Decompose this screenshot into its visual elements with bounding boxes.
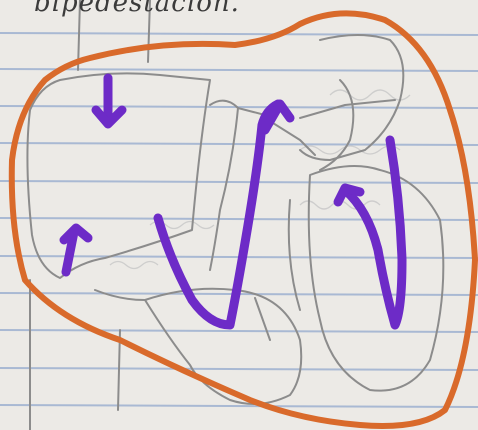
right-inner-line — [299, 99, 396, 119]
support-line — [117, 329, 121, 411]
septum-line — [94, 289, 146, 301]
scribble — [329, 89, 411, 101]
right-upper-outline — [299, 34, 405, 161]
flow-arrows — [59, 73, 407, 330]
scribble — [109, 260, 159, 270]
right-inner-line — [319, 79, 355, 171]
arrow-head — [333, 183, 365, 207]
caption-text: bipedestación. — [34, 0, 240, 18]
arrow-icon — [91, 73, 127, 129]
ruled-line — [0, 105, 478, 109]
arrow-head — [260, 99, 295, 135]
vessel-line — [147, 0, 151, 63]
left-chamber-outline — [26, 72, 211, 279]
right-ventricle-outline — [307, 165, 445, 392]
pencil-sketch — [26, 0, 445, 430]
valve-line — [264, 117, 316, 156]
arrow-icon — [59, 223, 93, 277]
bleed-through-scribbles — [109, 89, 411, 270]
scribble — [299, 145, 401, 155]
arrow-shaft — [153, 99, 283, 330]
ruled-line — [0, 217, 478, 221]
arrow-icon — [333, 135, 407, 330]
arrow-head — [91, 105, 127, 129]
ruled-line — [0, 367, 478, 371]
arrow-head — [59, 223, 93, 245]
arrow-icon — [153, 99, 295, 330]
ruled-line — [0, 68, 478, 72]
septum-line — [254, 297, 271, 341]
arrow-shaft — [61, 227, 79, 277]
ruled-line — [0, 142, 478, 146]
ruled-line — [0, 329, 478, 333]
arrow-shaft — [340, 135, 407, 330]
valve-line — [209, 107, 239, 271]
ruled-line — [0, 404, 478, 408]
heart-outline-icon — [8, 10, 478, 429]
ruled-lines — [0, 32, 478, 408]
septum-line — [287, 199, 301, 311]
